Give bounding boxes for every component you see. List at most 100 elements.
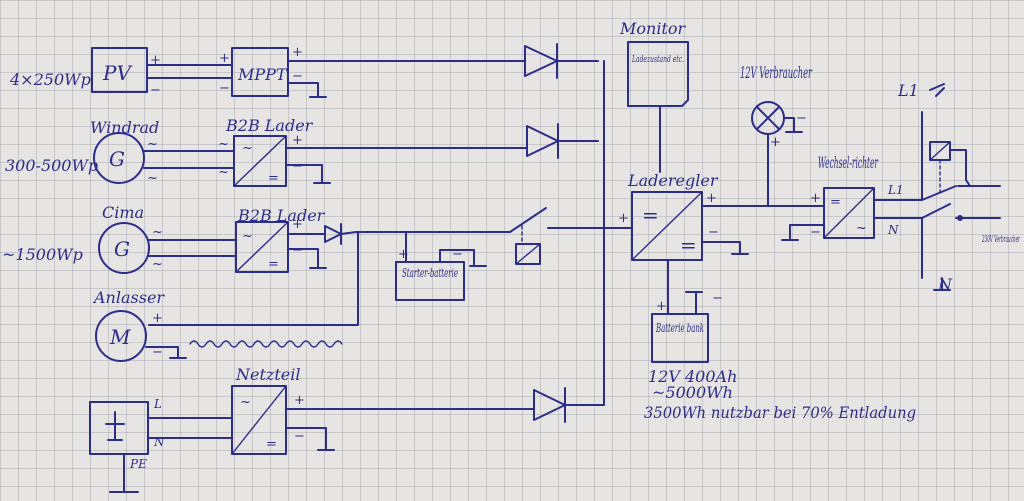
diode-cima xyxy=(324,223,342,245)
battery-bank-label: Batterie bank xyxy=(655,321,704,335)
anlasser-plus: + xyxy=(152,311,163,326)
cima-ac-1: ~ xyxy=(152,225,163,240)
netzteil-ac: ~ xyxy=(240,395,251,410)
anlasser-motor-circle xyxy=(95,310,147,362)
laderegler-eq-in: = xyxy=(642,203,659,227)
mppt-box-label: MPPT xyxy=(237,65,288,84)
grid-pe-label: PE xyxy=(129,457,147,471)
b2b-wind-box xyxy=(233,135,287,187)
windrad-title: Windrad xyxy=(90,118,159,137)
mppt-box xyxy=(231,47,289,97)
pv-plus-sign: + xyxy=(150,53,161,68)
cima-generator xyxy=(98,222,150,274)
inverter-ground xyxy=(781,224,825,241)
starter-battery: Starter-batterie + − xyxy=(395,231,487,301)
mppt-out-minus: − xyxy=(292,69,303,84)
netzteil-title: Netzteil xyxy=(235,365,300,384)
lamp-minus: − xyxy=(796,111,807,126)
starter-battery-box xyxy=(395,261,465,301)
netzteil-eq: = xyxy=(266,437,277,452)
b2b-lader-wind: B2B Lader ~ = ~ ~ + − xyxy=(218,116,314,187)
pv-box-label: PV xyxy=(102,61,133,85)
windrad-wires xyxy=(143,150,235,169)
wechselrichter-in-minus: − xyxy=(810,225,821,240)
b2b-wind-ac: ~ xyxy=(242,141,253,156)
laderegler: Laderegler = = + + − xyxy=(618,171,719,261)
b2b-cima-out-plus: + xyxy=(292,217,303,232)
ac-junction xyxy=(957,215,963,221)
pv-power-label: 4×250Wp xyxy=(9,70,91,89)
netzteil: Netzteil ~ = + − xyxy=(231,365,305,455)
pv-minus-sign: − xyxy=(150,83,161,98)
pv-source: 4×250Wp PV + − xyxy=(9,47,161,98)
windrad-gen-label: G xyxy=(109,147,125,171)
battery-bank-wires xyxy=(667,259,703,315)
ac-l1-ground-mark xyxy=(929,83,945,97)
pv-box xyxy=(91,47,148,93)
anlasser-minus: − xyxy=(152,345,163,360)
main-bus xyxy=(564,60,605,406)
diode-netzteil xyxy=(533,387,566,423)
wechselrichter-in-plus: + xyxy=(810,191,821,206)
lamp-plus: + xyxy=(770,135,781,150)
mppt-in-plus: + xyxy=(219,51,230,66)
grid-socket-box xyxy=(89,401,149,455)
lamp-ground xyxy=(783,117,803,133)
b2b-cima-eq: = xyxy=(268,257,279,272)
chassis-ground-cable xyxy=(189,340,343,348)
ac-n-bottom-label: N xyxy=(937,275,953,294)
diode-wind xyxy=(526,123,559,159)
laderegler-ground xyxy=(701,241,749,255)
wechselrichter-box xyxy=(823,187,875,239)
cima-ac-2: ~ xyxy=(152,257,163,272)
ac-n-ground xyxy=(933,277,951,291)
b2b-cima-ac: ~ xyxy=(242,229,253,244)
battery-spec-3: 3500Wh nutzbar bei 70% Entladung xyxy=(644,403,916,422)
b2b-wind-eq: = xyxy=(268,171,279,186)
laderegler-title: Laderegler xyxy=(627,171,719,190)
b2b-wind-in-ac-1: ~ xyxy=(218,137,229,152)
monitor: Monitor Ladezustand etc. xyxy=(619,19,689,107)
netzteil-out-plus: + xyxy=(294,393,305,408)
monitor-text: Ladezustand etc. xyxy=(631,55,684,65)
ac-n-line xyxy=(873,203,1001,219)
windrad-ac-2: ~ xyxy=(147,171,158,186)
laderegler-out-minus: − xyxy=(708,225,719,240)
grid-socket: PE L N xyxy=(89,397,165,471)
anlasser-title: Anlasser xyxy=(92,288,165,307)
ac-relay xyxy=(929,141,971,197)
starter-battery-label-1: Starter-batterie xyxy=(402,266,458,280)
ac-out-label: 230V Verbraucher xyxy=(982,235,1021,245)
battery-bank-box xyxy=(651,313,709,363)
grid-pe-line xyxy=(109,453,139,493)
cima-source: Cima ~1500Wp G ~ ~ xyxy=(2,203,163,274)
b2b-cima-out-minus: − xyxy=(292,243,303,258)
laderegler-eq-out: = xyxy=(680,233,697,257)
battery-spec-2: ~5000Wh xyxy=(652,383,733,402)
b2b-cima-box xyxy=(235,221,289,273)
ac-n-label: N xyxy=(887,223,899,237)
laderegler-in-plus: + xyxy=(618,211,629,226)
b2b-wind-in-ac-2: ~ xyxy=(218,165,229,180)
anlasser-motor: Anlasser M + − xyxy=(92,288,165,362)
netzteil-ground xyxy=(285,427,335,451)
cima-title: Cima xyxy=(102,203,144,222)
anlasser-motor-label: M xyxy=(109,325,131,349)
wechselrichter-eq: = xyxy=(830,195,841,210)
cima-ground xyxy=(287,248,327,269)
diode-pv xyxy=(524,43,558,79)
wechselrichter: Wechsel-richter = ~ + − xyxy=(810,153,879,240)
windrad-source: Windrad 300-500Wp G ~ ~ xyxy=(5,118,159,186)
mppt-out-plus: + xyxy=(292,45,303,60)
wechselrichter-ac: ~ xyxy=(856,221,867,236)
battery-spec-1: 12V 400Ah xyxy=(648,367,737,386)
anlasser-ground xyxy=(145,346,187,359)
netzteil-out-minus: − xyxy=(294,429,305,444)
anlasser-feed xyxy=(148,231,359,326)
relay-switch xyxy=(509,207,547,265)
starter-plus: + xyxy=(398,247,409,262)
ac-l1-label: L1 xyxy=(887,183,904,197)
battery-minus: − xyxy=(712,291,723,306)
cima-gen-label: G xyxy=(114,237,130,261)
